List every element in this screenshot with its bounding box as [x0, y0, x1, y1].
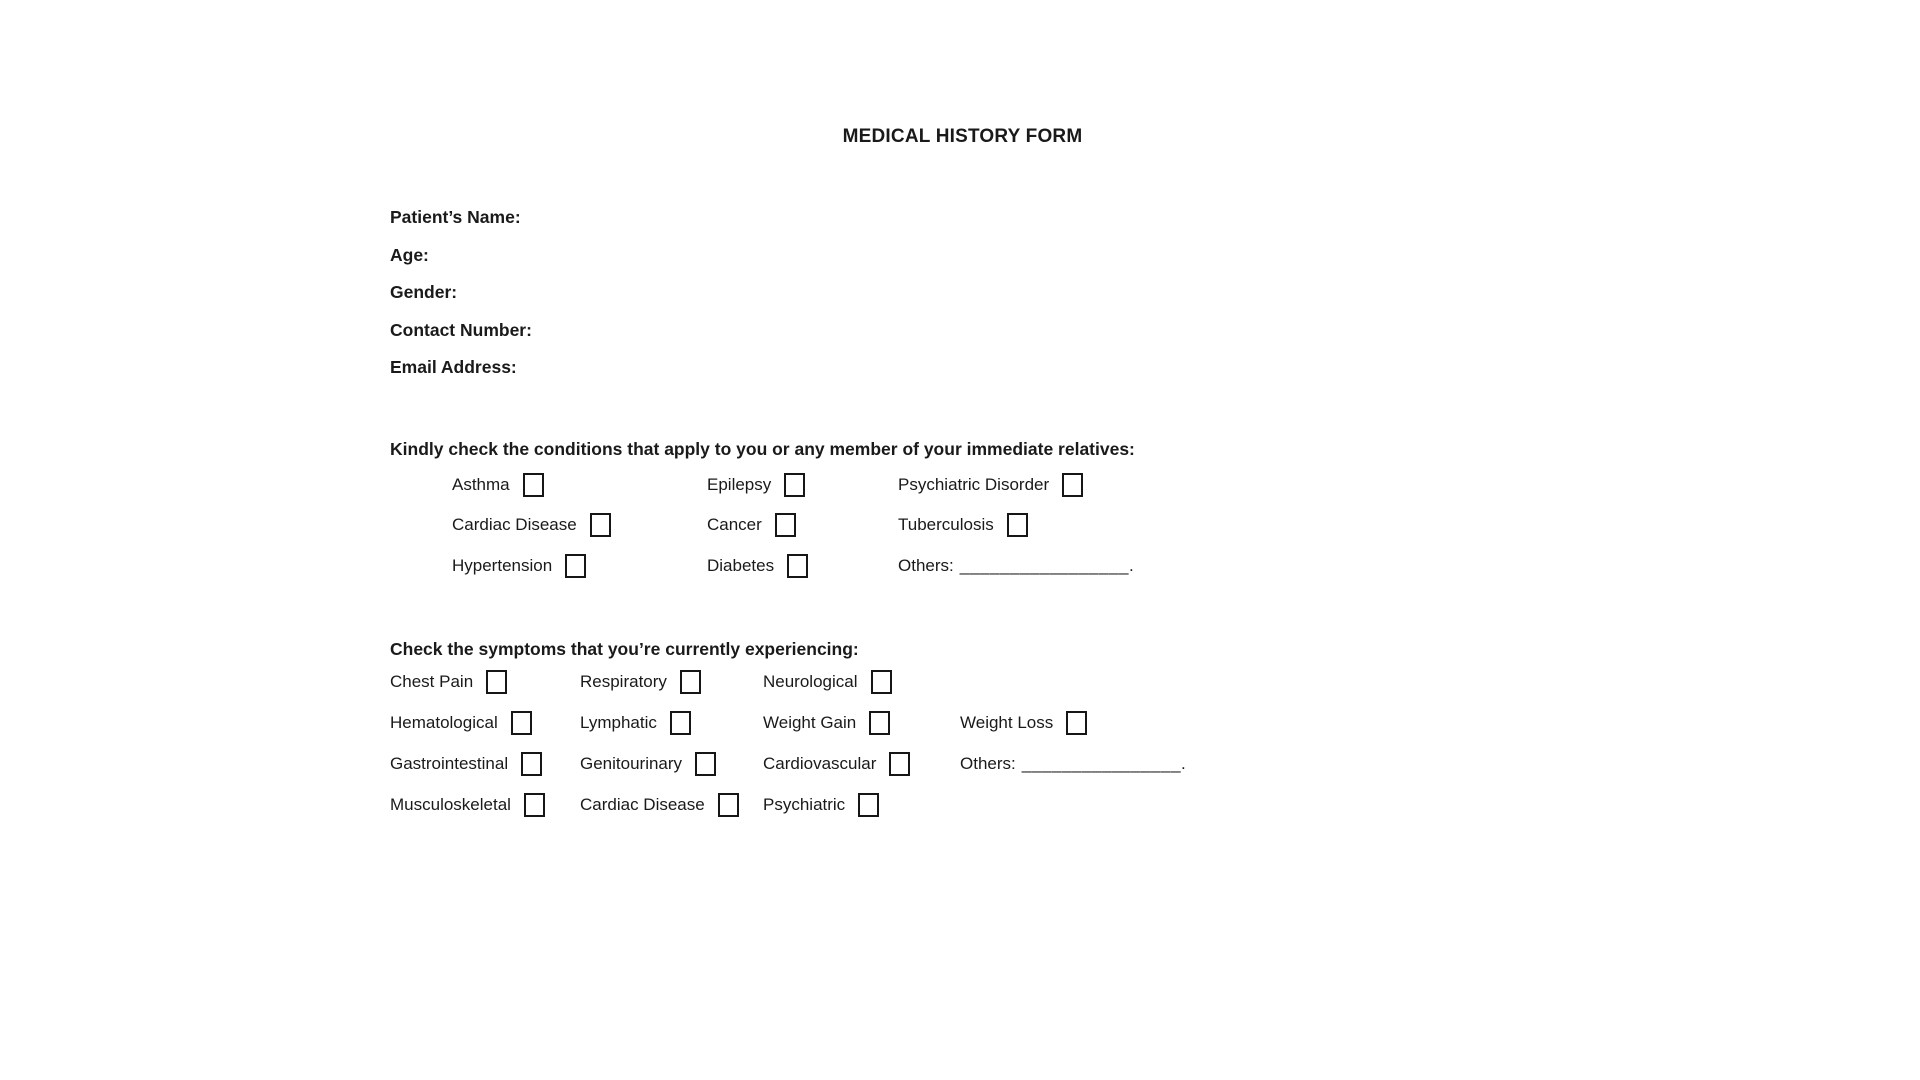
symptom-weight-gain: Weight Gain	[763, 710, 891, 736]
symptom-label: Respiratory	[580, 672, 667, 691]
conditions-row: Cardiac Disease Cancer Tuberculosis	[390, 512, 1535, 538]
conditions-others: Others: _________________.	[898, 553, 1134, 579]
conditions-section-heading: Kindly check the conditions that apply t…	[390, 439, 1135, 459]
condition-label: Asthma	[452, 475, 510, 494]
others-label: Others:	[898, 556, 954, 575]
condition-label: Cardiac Disease	[452, 515, 577, 534]
symptoms-others: Others: ________________.	[960, 751, 1186, 777]
hypertension-checkbox[interactable]	[565, 554, 587, 578]
symptom-label: Weight Gain	[763, 713, 857, 732]
others-blank-line[interactable]: _________________.	[959, 556, 1135, 575]
page-title: MEDICAL HISTORY FORM	[842, 126, 1083, 147]
condition-diabetes: Diabetes	[707, 553, 809, 579]
lymphatic-checkbox[interactable]	[669, 711, 691, 735]
symptom-label: Neurological	[763, 672, 858, 691]
symptom-respiratory: Respiratory	[580, 669, 701, 695]
diabetes-checkbox[interactable]	[787, 554, 809, 578]
condition-label: Cancer	[707, 515, 762, 534]
hematological-checkbox[interactable]	[510, 711, 532, 735]
gender-field-label: Gender:	[390, 282, 458, 302]
condition-cardiac-disease: Cardiac Disease	[452, 512, 611, 538]
asthma-checkbox[interactable]	[522, 473, 544, 497]
weight-loss-checkbox[interactable]	[1066, 711, 1088, 735]
symptom-label: Musculoskeletal	[390, 795, 511, 814]
cardiac-disease-symptom-checkbox[interactable]	[717, 793, 739, 817]
age-field-label: Age:	[390, 245, 429, 265]
neurological-checkbox[interactable]	[870, 670, 892, 694]
epilepsy-checkbox[interactable]	[784, 473, 806, 497]
symptom-gastrointestinal: Gastrointestinal	[390, 751, 543, 777]
condition-cancer: Cancer	[707, 512, 796, 538]
symptoms-section-heading: Check the symptoms that you’re currently…	[390, 639, 859, 659]
chest-pain-checkbox[interactable]	[486, 670, 508, 694]
cardiovascular-checkbox[interactable]	[889, 752, 911, 776]
condition-psychiatric-disorder: Psychiatric Disorder	[898, 472, 1084, 498]
condition-tuberculosis: Tuberculosis	[898, 512, 1028, 538]
symptom-lymphatic: Lymphatic	[580, 710, 691, 736]
condition-asthma: Asthma	[452, 472, 544, 498]
symptom-label: Lymphatic	[580, 713, 657, 732]
email-address-field-label: Email Address:	[390, 357, 517, 377]
genitourinary-checkbox[interactable]	[695, 752, 717, 776]
symptoms-row: Hematological Lymphatic Weight Gain Weig…	[390, 710, 1535, 736]
symptom-genitourinary: Genitourinary	[580, 751, 717, 777]
symptom-label: Hematological	[390, 713, 498, 732]
symptom-label: Chest Pain	[390, 672, 474, 691]
tuberculosis-checkbox[interactable]	[1006, 513, 1028, 537]
weight-gain-checkbox[interactable]	[869, 711, 891, 735]
gastrointestinal-checkbox[interactable]	[521, 752, 543, 776]
others-blank-line[interactable]: ________________.	[1021, 754, 1187, 773]
cancer-checkbox[interactable]	[774, 513, 796, 537]
conditions-row: Asthma Epilepsy Psychiatric Disorder	[390, 472, 1535, 498]
symptom-label: Psychiatric	[763, 795, 846, 814]
condition-label: Hypertension	[452, 556, 553, 575]
symptom-label: Genitourinary	[580, 754, 683, 773]
symptoms-row: Chest Pain Respiratory Neurological	[390, 669, 1535, 695]
symptom-label: Gastrointestinal	[390, 754, 509, 773]
others-label: Others:	[960, 754, 1016, 773]
symptom-cardiovascular: Cardiovascular	[763, 751, 911, 777]
condition-label: Psychiatric Disorder	[898, 475, 1050, 494]
symptoms-row: Gastrointestinal Genitourinary Cardiovas…	[390, 751, 1535, 777]
cardiac-disease-checkbox[interactable]	[589, 513, 611, 537]
symptom-musculoskeletal: Musculoskeletal	[390, 792, 545, 818]
symptoms-row: Musculoskeletal Cardiac Disease Psychiat…	[390, 792, 1535, 818]
condition-epilepsy: Epilepsy	[707, 472, 806, 498]
symptom-label: Cardiac Disease	[580, 795, 705, 814]
symptom-cardiac-disease: Cardiac Disease	[580, 792, 739, 818]
document-content: MEDICAL HISTORY FORM Patient’s Name: Age…	[390, 0, 1535, 1080]
symptom-hematological: Hematological	[390, 710, 532, 736]
contact-number-field-label: Contact Number:	[390, 320, 532, 340]
condition-label: Tuberculosis	[898, 515, 994, 534]
respiratory-checkbox[interactable]	[679, 670, 701, 694]
symptom-weight-loss: Weight Loss	[960, 710, 1088, 736]
psychiatric-disorder-checkbox[interactable]	[1062, 473, 1084, 497]
conditions-row: Hypertension Diabetes Others: __________…	[390, 553, 1535, 579]
condition-hypertension: Hypertension	[452, 553, 587, 579]
symptom-chest-pain: Chest Pain	[390, 669, 508, 695]
symptom-neurological: Neurological	[763, 669, 892, 695]
psychiatric-checkbox[interactable]	[858, 793, 880, 817]
symptom-psychiatric: Psychiatric	[763, 792, 880, 818]
patient-name-field-label: Patient’s Name:	[390, 207, 521, 227]
condition-label: Diabetes	[707, 556, 775, 575]
condition-label: Epilepsy	[707, 475, 772, 494]
symptom-label: Weight Loss	[960, 713, 1054, 732]
symptom-label: Cardiovascular	[763, 754, 877, 773]
musculoskeletal-checkbox[interactable]	[523, 793, 545, 817]
